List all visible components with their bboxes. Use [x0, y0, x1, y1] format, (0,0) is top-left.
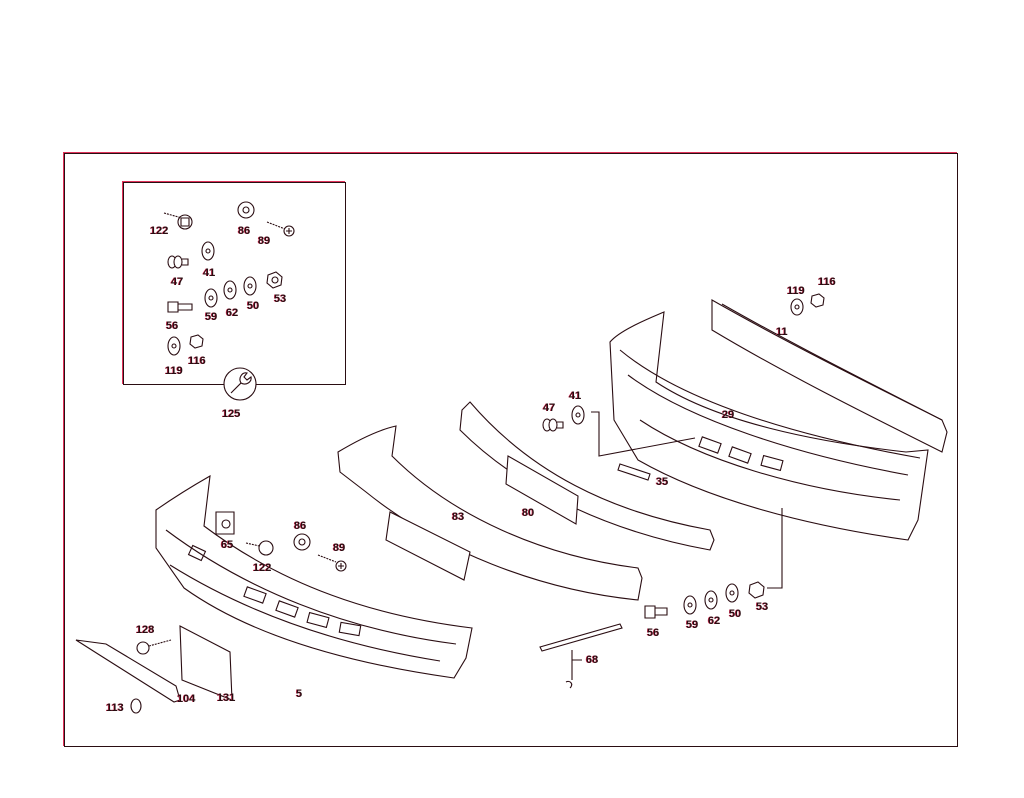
callout-62: 62 — [226, 307, 239, 319]
bumper-strip-11 — [711, 299, 948, 453]
callout-131: 131 — [217, 692, 236, 704]
callout-86: 86 — [238, 225, 251, 237]
callout-11: 11 — [776, 326, 788, 338]
callout-89-main: 89 — [333, 542, 346, 554]
callout-56-main: 56 — [647, 627, 660, 639]
callout-41: 41 — [203, 267, 216, 279]
callout-62-main: 62 — [708, 615, 721, 627]
callout-119-main: 119 — [787, 285, 805, 297]
callout-5: 5 — [296, 688, 303, 700]
callout-56: 56 — [166, 320, 179, 332]
callout-68: 68 — [586, 654, 599, 666]
callout-113: 113 — [106, 702, 124, 714]
callout-104: 104 — [177, 693, 196, 705]
callout-35: 35 — [656, 476, 669, 488]
callout-86-main: 86 — [294, 520, 307, 532]
callout-59-main: 59 — [686, 619, 699, 631]
callout-119: 119 — [165, 365, 183, 377]
callout-128: 128 — [136, 624, 155, 636]
callout-50-main: 50 — [729, 608, 742, 620]
bumper-cover-29 — [609, 311, 929, 541]
bumper-reinforcement-83 — [337, 425, 643, 601]
callout-50: 50 — [247, 300, 260, 312]
callout-29: 29 — [722, 409, 735, 421]
callout-89: 89 — [258, 235, 271, 247]
energy-absorber-80 — [459, 401, 715, 551]
inset-fasteners — [163, 201, 295, 356]
callout-47: 47 — [171, 276, 184, 288]
callout-47-main: 47 — [543, 402, 556, 414]
front-bumper-5 — [155, 474, 473, 679]
callout-80: 80 — [522, 507, 535, 519]
callout-83: 83 — [452, 511, 465, 523]
callout-125: 125 — [222, 408, 241, 420]
wrench-tool-icon — [223, 367, 257, 401]
callout-41-main: 41 — [569, 390, 582, 402]
diagram-frame — [64, 153, 958, 747]
callout-65: 65 — [221, 539, 234, 551]
callout-116: 116 — [188, 355, 206, 367]
callout-116-main: 116 — [818, 276, 836, 288]
callout-53: 53 — [274, 293, 287, 305]
callout-122: 122 — [150, 225, 169, 237]
callout-53-main: 53 — [756, 601, 769, 613]
callout-122-main: 122 — [253, 562, 272, 574]
callout-59: 59 — [205, 311, 218, 323]
